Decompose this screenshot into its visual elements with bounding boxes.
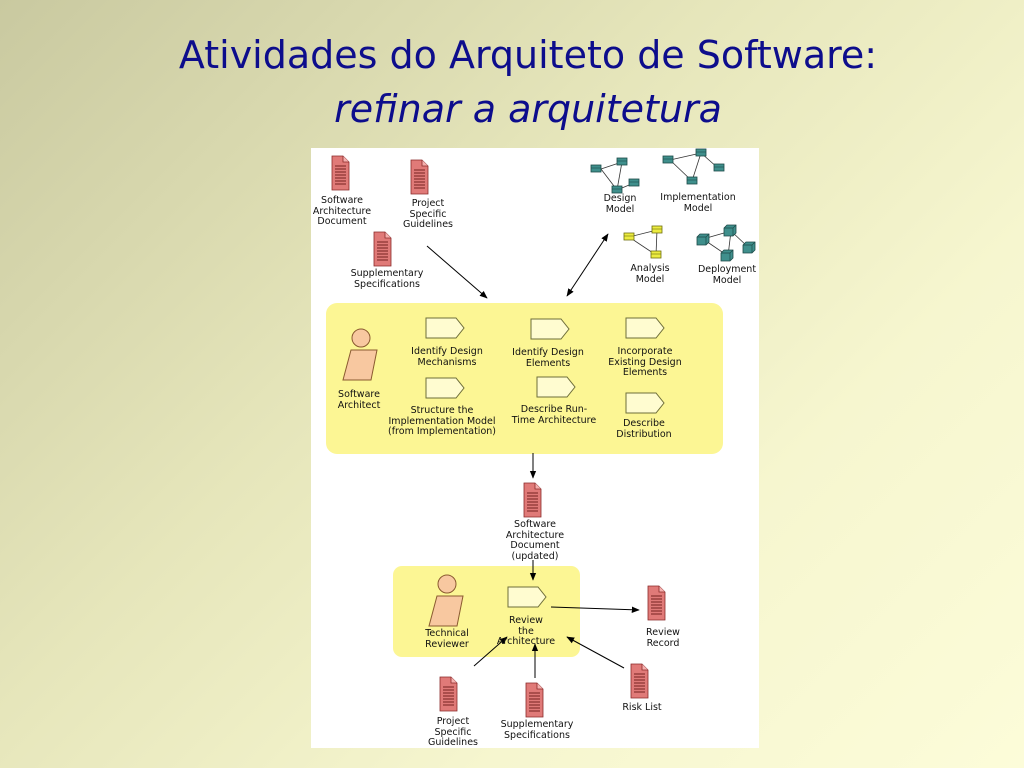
workflow-diagram: Software Architecture Document Project S… (311, 148, 759, 748)
identify-design-elements-icon (530, 318, 570, 340)
describe-distribution-label: Describe Distribution (616, 418, 672, 440)
review-record-label: Review Record (646, 627, 680, 649)
input-arrow (426, 245, 488, 299)
implementation-model-icon (662, 148, 725, 185)
review-output-arrow (550, 606, 640, 613)
supplementary-specifications-document-icon (373, 231, 392, 267)
identify-design-mechanisms-label: Identify Design Mechanisms (411, 346, 483, 368)
design-model-icon (590, 157, 640, 194)
model-arrow (566, 233, 609, 297)
slide-title: Atividades do Arquiteto de Software: ref… (0, 28, 1024, 136)
risk-list-arrow (566, 636, 625, 669)
project-guidelines-bottom-document-icon (439, 676, 458, 712)
review-architecture-label: Review the Architecture (496, 615, 556, 647)
incorporate-existing-elements-label: Incorporate Existing Design Elements (608, 346, 682, 378)
incorporate-existing-elements-icon (625, 317, 665, 339)
implementation-model-label: Implementation Model (660, 192, 736, 214)
project-guidelines-document-icon (410, 159, 429, 195)
title-line-2: refinar a arquitetura (334, 87, 722, 131)
software-architect-label: Software Architect (337, 389, 381, 411)
software-architecture-document-label: Software Architecture Document (312, 195, 372, 227)
project-guidelines-label: Project Specific Guidelines (403, 198, 453, 230)
software-architecture-document-icon (331, 155, 350, 191)
updated-architecture-document-label: Software Architecture Document (updated) (505, 519, 565, 562)
describe-runtime-architecture-icon (536, 376, 576, 398)
review-record-document-icon (647, 585, 666, 621)
describe-distribution-icon (625, 392, 665, 414)
architect-swimlane (326, 303, 723, 454)
risk-list-document-icon (630, 663, 649, 699)
analysis-model-label: Analysis Model (630, 263, 670, 285)
title-line-1: Atividades do Arquiteto de Software: (178, 33, 878, 77)
supplementary-specifications-bottom-document-icon (525, 682, 544, 718)
project-guidelines-bottom-label: Project Specific Guidelines (428, 716, 478, 748)
technical-reviewer-label: Technical Reviewer (425, 628, 469, 650)
deployment-model-icon (696, 224, 756, 262)
supplementary-specifications-label: Supplementary Specifications (350, 268, 424, 290)
review-architecture-icon (507, 586, 547, 608)
identify-design-elements-label: Identify Design Elements (512, 347, 584, 369)
diagram-graphics (326, 148, 756, 718)
guidelines-arrow (473, 636, 508, 667)
analysis-model-icon (623, 225, 663, 259)
updated-architecture-document-icon (523, 482, 542, 518)
describe-runtime-architecture-label: Describe Run- Time Architecture (511, 404, 597, 426)
design-model-label: Design Model (603, 193, 637, 215)
identify-design-mechanisms-icon (425, 317, 465, 339)
deployment-model-label: Deployment Model (697, 264, 757, 286)
risk-list-label: Risk List (622, 702, 662, 713)
structure-implementation-model-icon (425, 377, 465, 399)
supplementary-specifications-bottom-label: Supplementary Specifications (500, 719, 574, 741)
structure-implementation-model-label: Structure the Implementation Model (from… (388, 405, 496, 437)
